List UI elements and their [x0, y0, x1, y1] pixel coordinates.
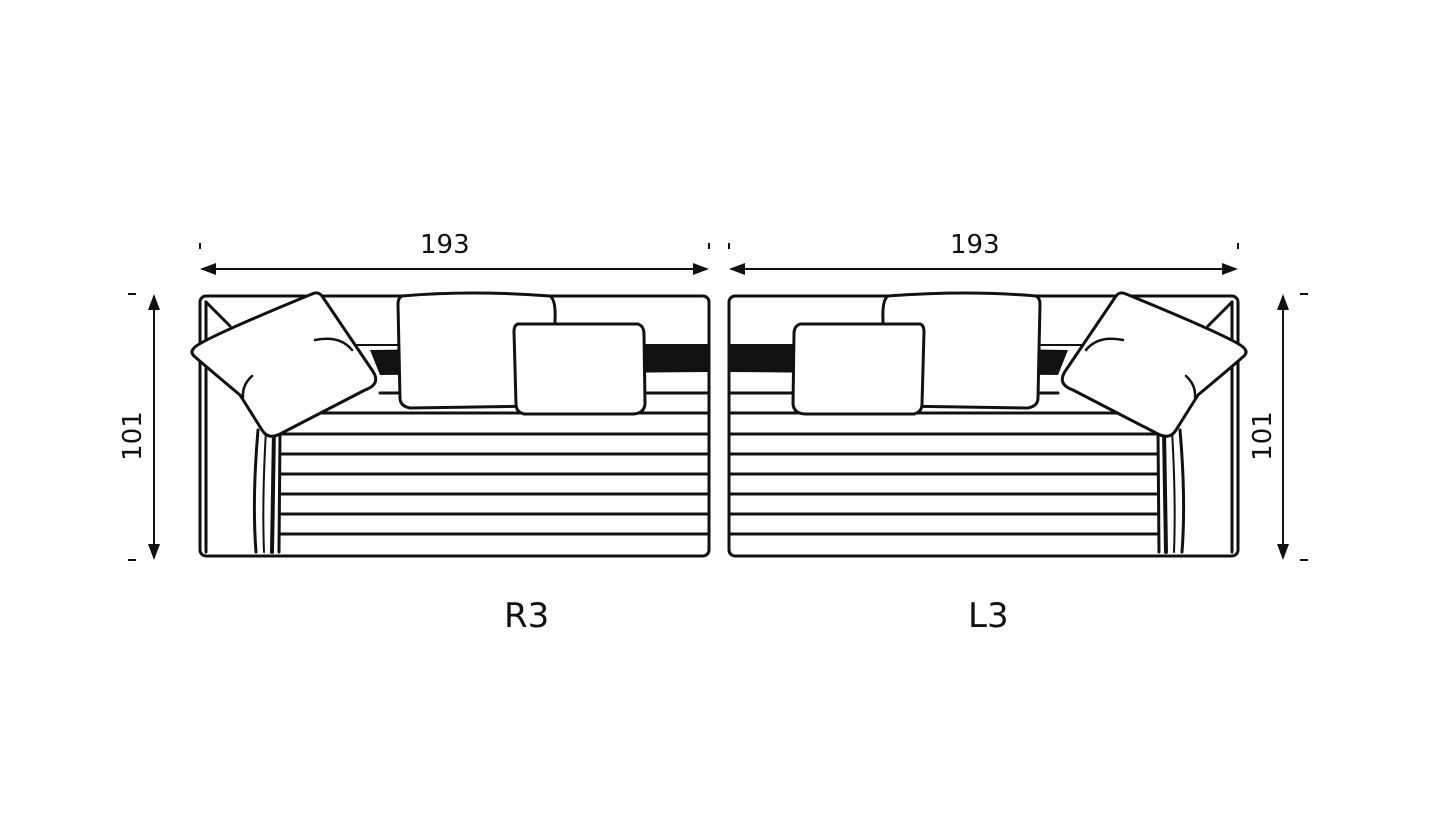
depth-dimension-r3: [128, 293, 160, 561]
width-dimension-l3: [728, 243, 1239, 275]
module-name-l3: L3: [968, 596, 1009, 636]
width-label-r3: 193: [420, 230, 470, 260]
sofa-module-l3: [727, 290, 1248, 558]
depth-dimension-l3: [1277, 293, 1308, 561]
module-name-r3: R3: [504, 596, 550, 636]
sofa-module-r3: [190, 290, 711, 558]
depth-label-l3: 101: [1247, 411, 1278, 461]
width-label-l3: 193: [950, 230, 1000, 260]
depth-label-r3: 101: [117, 411, 148, 461]
width-dimension-r3: [199, 243, 710, 275]
